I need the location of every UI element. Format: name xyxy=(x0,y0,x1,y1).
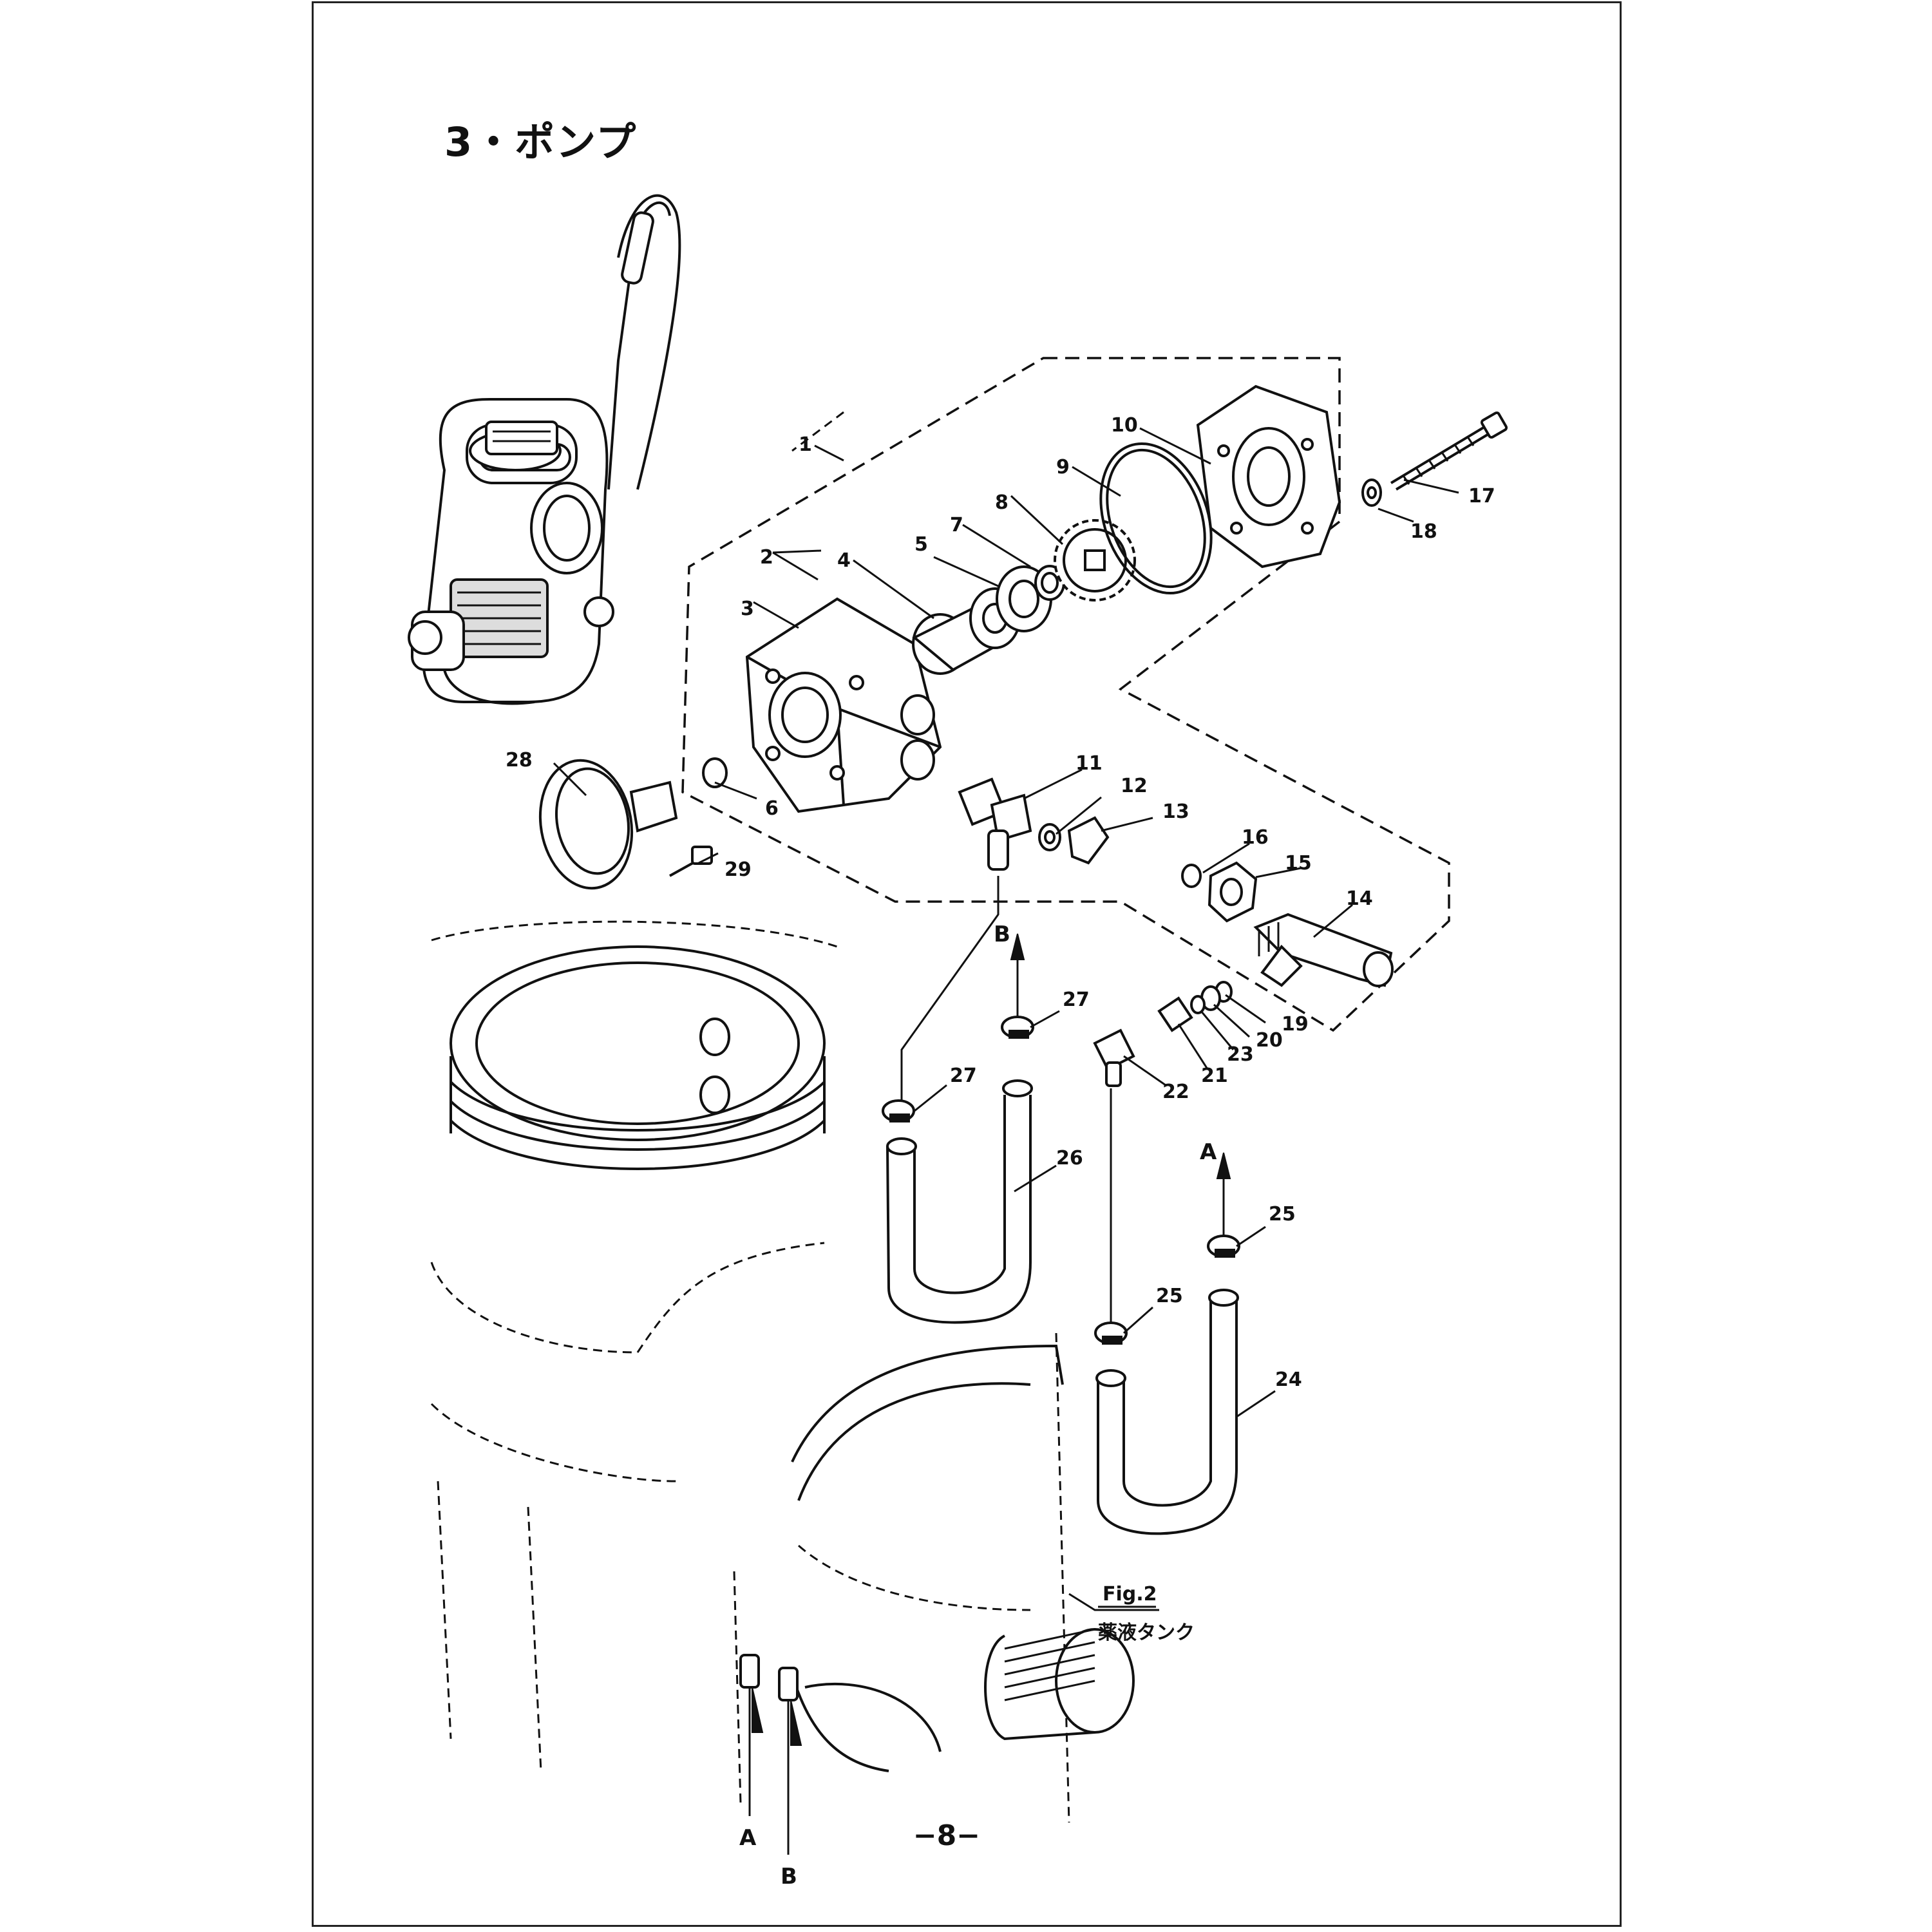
callout-6: 6 xyxy=(765,797,779,820)
hose-24 xyxy=(1095,1289,1239,1535)
o-ring-6 xyxy=(702,757,728,788)
nipple-11 xyxy=(958,777,1032,871)
connection-lines xyxy=(900,876,1231,1323)
callout-17: 17 xyxy=(1468,485,1495,507)
callout-10: 10 xyxy=(1111,414,1138,437)
callout-20: 20 xyxy=(1256,1029,1283,1052)
callout-7: 7 xyxy=(950,514,963,536)
callout-23: 23 xyxy=(1227,1043,1254,1066)
page-number: −8− xyxy=(913,1819,981,1852)
marker-b-top: B xyxy=(994,922,1010,947)
callout-4: 4 xyxy=(837,549,851,572)
callout-labels: 1 2 3 4 5 6 7 8 9 10 11 12 13 14 15 16 1… xyxy=(506,414,1495,1391)
callout-16: 16 xyxy=(1242,826,1269,849)
callout-9: 9 xyxy=(1056,456,1070,478)
nut-15 xyxy=(1208,861,1258,923)
fig-reference: Fig.2 薬液タンク xyxy=(1098,1583,1195,1644)
fig-ref-label: Fig.2 xyxy=(1103,1583,1157,1605)
callout-1: 1 xyxy=(799,433,812,456)
callout-3: 3 xyxy=(741,598,754,620)
pulley-28 xyxy=(538,759,678,890)
page-frame xyxy=(312,1,1622,1927)
flow-markers: B A A B xyxy=(739,922,1217,1889)
pump-housing-3 xyxy=(745,597,942,813)
hose-clamps xyxy=(882,1016,1240,1345)
callout-18: 18 xyxy=(1410,520,1437,543)
hose-26 xyxy=(886,1079,1033,1324)
small-fittings-19-23 xyxy=(1093,981,1233,1087)
washer-12 xyxy=(1038,823,1061,851)
marker-a-top: A xyxy=(1200,1139,1217,1165)
callout-25-upper: 25 xyxy=(1269,1203,1296,1226)
callout-2: 2 xyxy=(760,546,773,569)
callout-27-lower: 27 xyxy=(950,1065,977,1087)
callout-24: 24 xyxy=(1275,1368,1302,1391)
t-fitting-14 xyxy=(1253,913,1394,987)
clip-13 xyxy=(1067,816,1110,865)
page-title: 3・ポンプ xyxy=(444,118,638,166)
fig-ref-caption: 薬液タンク xyxy=(1098,1622,1195,1644)
pump-cover-10 xyxy=(1196,384,1341,569)
chemical-tank-illustration xyxy=(430,920,1135,1855)
callout-29: 29 xyxy=(724,858,752,881)
marker-a-bottom: A xyxy=(739,1825,757,1851)
marker-b-bottom: B xyxy=(781,1864,797,1889)
o-ring-16 xyxy=(1181,864,1202,888)
bolt-17 xyxy=(1390,411,1508,491)
callout-leaders xyxy=(553,427,1459,1611)
washer-18 xyxy=(1361,478,1382,507)
callout-25-lower: 25 xyxy=(1156,1285,1183,1307)
callout-21: 21 xyxy=(1201,1065,1228,1087)
impeller-4 xyxy=(912,587,1021,675)
callout-15: 15 xyxy=(1285,852,1312,875)
o-ring-9 xyxy=(1099,442,1213,595)
callout-22: 22 xyxy=(1162,1081,1189,1103)
bolt-29 xyxy=(669,846,713,877)
callout-26: 26 xyxy=(1056,1147,1083,1170)
gear-8 xyxy=(1054,519,1136,601)
callout-11: 11 xyxy=(1075,752,1103,775)
callout-13: 13 xyxy=(1162,800,1189,823)
callout-27-upper: 27 xyxy=(1063,989,1090,1011)
callout-14: 14 xyxy=(1346,887,1373,910)
sprayer-overview-illustration xyxy=(408,194,681,705)
callout-19: 19 xyxy=(1282,1013,1309,1036)
callout-5: 5 xyxy=(914,533,928,556)
callout-28: 28 xyxy=(506,749,533,772)
assembly-boundary xyxy=(681,357,1450,1032)
callout-12: 12 xyxy=(1121,775,1148,797)
callout-8: 8 xyxy=(995,491,1009,514)
